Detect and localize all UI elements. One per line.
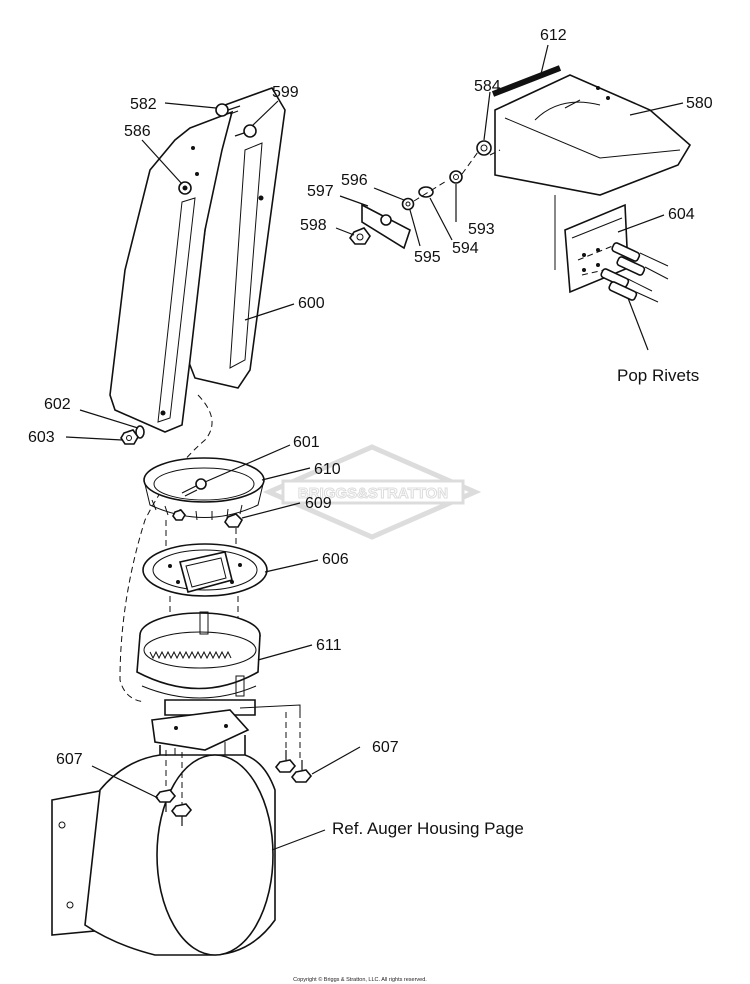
auger-housing — [51, 754, 276, 956]
gear-ring-611 — [136, 611, 261, 699]
label-611: 611 — [316, 637, 342, 654]
upper-chute-600 — [109, 87, 286, 433]
watermark-text: BRIGGS&STRATTON — [298, 485, 448, 502]
bolt-582 — [215, 103, 241, 117]
label-607-right: 607 — [372, 739, 399, 756]
copyright-notice: Copyright © Briggs & Stratton, LLC. All … — [293, 976, 427, 983]
label-598: 598 — [300, 217, 327, 234]
nut-603 — [120, 429, 139, 445]
plate-606 — [142, 543, 268, 597]
knob-hardware — [349, 151, 479, 250]
bracket-604 — [564, 203, 629, 294]
chute-deflector-580 — [494, 74, 692, 270]
ring-610 — [143, 457, 265, 521]
label-597: 597 — [307, 183, 334, 200]
label-607-left: 607 — [56, 751, 83, 768]
label-600: 600 — [298, 295, 325, 312]
briggs-stratton-watermark: BRIGGS&STRATTON — [262, 444, 482, 540]
label-582: 582 — [130, 96, 157, 113]
label-609: 609 — [305, 495, 332, 512]
label-612: 612 — [540, 27, 567, 44]
label-603: 603 — [28, 429, 55, 446]
label-580: 580 — [686, 95, 713, 112]
washer-602 — [135, 425, 145, 439]
label-594: 594 — [452, 240, 479, 257]
washer-595 — [401, 197, 415, 211]
bolt-607-right — [274, 712, 313, 783]
nut-609 — [172, 509, 243, 528]
label-606: 606 — [322, 551, 349, 568]
label-599: 599 — [272, 84, 299, 101]
label-auger-housing-ref: Ref. Auger Housing Page — [332, 819, 524, 838]
label-601: 601 — [293, 434, 320, 451]
washer-593 — [449, 170, 463, 184]
nut-584 — [476, 140, 492, 156]
pop-rivets — [577, 242, 669, 303]
label-596: 596 — [341, 172, 368, 189]
leader-lines — [65, 44, 684, 851]
label-604: 604 — [668, 206, 695, 223]
label-595: 595 — [414, 249, 441, 266]
label-586: 586 — [124, 123, 151, 140]
bolt-601 — [181, 478, 207, 497]
label-610: 610 — [314, 461, 341, 478]
seal-strip-612 — [491, 65, 562, 97]
lower-chute — [151, 699, 301, 800]
handle-knob-597 — [361, 203, 411, 250]
label-584: 584 — [474, 78, 501, 95]
label-602: 602 — [44, 396, 71, 413]
label-593: 593 — [468, 221, 495, 238]
label-pop-rivets: Pop Rivets — [617, 366, 699, 385]
nut-598 — [349, 227, 371, 245]
washer-594 — [418, 186, 434, 198]
part-labels: 612 584 580 582 599 586 596 597 593 598 … — [28, 27, 713, 983]
bolt-599 — [234, 124, 257, 138]
